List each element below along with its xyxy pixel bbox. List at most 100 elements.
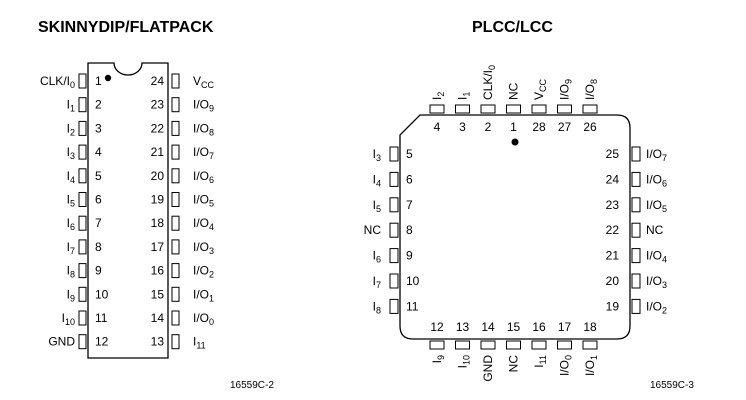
pin-subscript: 3 xyxy=(662,280,667,290)
pin-name: I xyxy=(193,335,196,349)
pin-lead-8 xyxy=(389,222,399,238)
pin-name: I xyxy=(373,274,376,288)
pin-number-1: 1 xyxy=(510,120,517,134)
pin-lead-16 xyxy=(531,340,547,350)
pin-label-i10: I10 xyxy=(456,355,472,368)
pin-label-i-o2: I/O2 xyxy=(193,264,214,280)
pin-number-19: 19 xyxy=(606,299,620,313)
pin-name: I/O xyxy=(646,274,662,288)
pin-number-25: 25 xyxy=(606,147,620,161)
pin-name: I/O xyxy=(193,240,209,254)
pin-name: I xyxy=(373,172,376,186)
pin-subscript: 5 xyxy=(662,204,667,214)
pin-label-i-o2: I/O2 xyxy=(646,299,667,315)
pin-number-17: 17 xyxy=(558,320,572,334)
pin-number-18: 18 xyxy=(151,216,165,230)
pin-lead-4 xyxy=(78,144,87,160)
pin-label-nc: NC xyxy=(364,223,382,237)
pin-name: I xyxy=(67,98,70,112)
pin-name: I xyxy=(67,193,70,207)
pin-subscript: 9 xyxy=(70,293,75,303)
pin-subscript: 9 xyxy=(436,355,446,360)
pin-subscript: 3 xyxy=(376,153,381,163)
pin-label-clk-i0: CLK/I0 xyxy=(40,74,75,90)
pin-lead-17 xyxy=(171,239,180,255)
pin-lead-7 xyxy=(389,197,399,213)
pin-number-23: 23 xyxy=(606,198,620,212)
pin-number-6: 6 xyxy=(406,172,413,186)
pin-lead-7 xyxy=(78,215,87,231)
pin-number-14: 14 xyxy=(481,320,495,334)
pin-number-5: 5 xyxy=(95,169,102,183)
pin-subscript: 1 xyxy=(70,104,75,114)
pin-subscript: 4 xyxy=(662,255,667,265)
pin-lead-10 xyxy=(389,273,399,289)
pin-name: GND xyxy=(48,335,75,349)
pin-name: I/O xyxy=(193,169,209,183)
pin-subscript: CC xyxy=(201,80,214,90)
pin-name: I xyxy=(67,169,70,183)
pin-name: I/O xyxy=(583,360,597,376)
pin-name: I xyxy=(532,364,546,367)
pin-label-i5: I5 xyxy=(373,198,381,214)
pin-lead-22 xyxy=(171,120,180,136)
pin-lead-15 xyxy=(171,286,180,302)
pin-label-i4: I4 xyxy=(67,169,75,185)
pin-label-i2: I2 xyxy=(430,92,446,100)
pin-number-24: 24 xyxy=(151,74,165,88)
pin-label-gnd: GND xyxy=(481,355,495,382)
pin-name: NC xyxy=(507,355,521,373)
pin-name: I xyxy=(430,97,444,100)
pin-name: I/O xyxy=(193,193,209,207)
pin-label-nc: NC xyxy=(646,223,664,237)
pin-subscript: 10 xyxy=(65,317,75,327)
pin-lead-19 xyxy=(171,192,180,207)
pin-label-i-o6: I/O6 xyxy=(193,169,214,185)
pin-lead-23 xyxy=(631,197,641,213)
pin-lead-11 xyxy=(389,298,399,314)
pin-label-i9: I9 xyxy=(430,355,446,363)
pin-label-i3: I3 xyxy=(373,147,381,163)
pin-name: I/O xyxy=(193,98,209,112)
pin-label-i10: I10 xyxy=(62,311,75,327)
pin-name: I/O xyxy=(558,360,572,376)
pin-label-i-o5: I/O5 xyxy=(646,198,667,214)
pin-subscript: 6 xyxy=(209,175,214,185)
pin-name: I/O xyxy=(646,299,662,313)
pin-subscript: 11 xyxy=(196,341,205,351)
pin-label-i-o8: I/O8 xyxy=(583,79,599,100)
pin-label-i1: I1 xyxy=(67,98,75,114)
pin-number-12: 12 xyxy=(95,335,109,349)
pin-subscript: 8 xyxy=(589,79,599,84)
pin-lead-13 xyxy=(171,334,180,350)
pin-name: I/O xyxy=(646,249,662,263)
pin-subscript: 7 xyxy=(662,153,667,163)
pin-label-i-o8: I/O8 xyxy=(193,121,214,137)
pin-lead-15 xyxy=(506,340,521,350)
pin1-indicator-dot xyxy=(104,74,112,82)
pin-name: I xyxy=(67,264,70,278)
pin-label-i2: I2 xyxy=(67,121,75,137)
plcc-package: PLCC/LCC 4I23I12CLK/I01NC28VCC27I/O926I/… xyxy=(364,19,695,391)
pin-subscript: 10 xyxy=(462,355,472,365)
pin-number-4: 4 xyxy=(95,145,102,159)
pin-lead-17 xyxy=(557,340,572,350)
pin-number-6: 6 xyxy=(95,193,102,207)
pin-lead-26 xyxy=(582,104,598,114)
pin-name: I/O xyxy=(193,287,209,301)
pin-name: I/O xyxy=(646,147,662,161)
pin-name: I/O xyxy=(646,172,662,186)
pin-name: I/O xyxy=(646,198,662,212)
pin1-indicator-dot xyxy=(511,138,519,146)
pin-lead-11 xyxy=(78,310,87,326)
pin-subscript: 6 xyxy=(662,178,667,188)
pin-subscript: 4 xyxy=(376,178,381,188)
pin-lead-8 xyxy=(78,239,87,255)
pin-label-i5: I5 xyxy=(67,193,75,209)
pin-subscript: 4 xyxy=(70,175,75,185)
pin-lead-12 xyxy=(429,340,445,350)
pin-number-22: 22 xyxy=(151,121,165,135)
pin-subscript: 0 xyxy=(564,355,574,360)
